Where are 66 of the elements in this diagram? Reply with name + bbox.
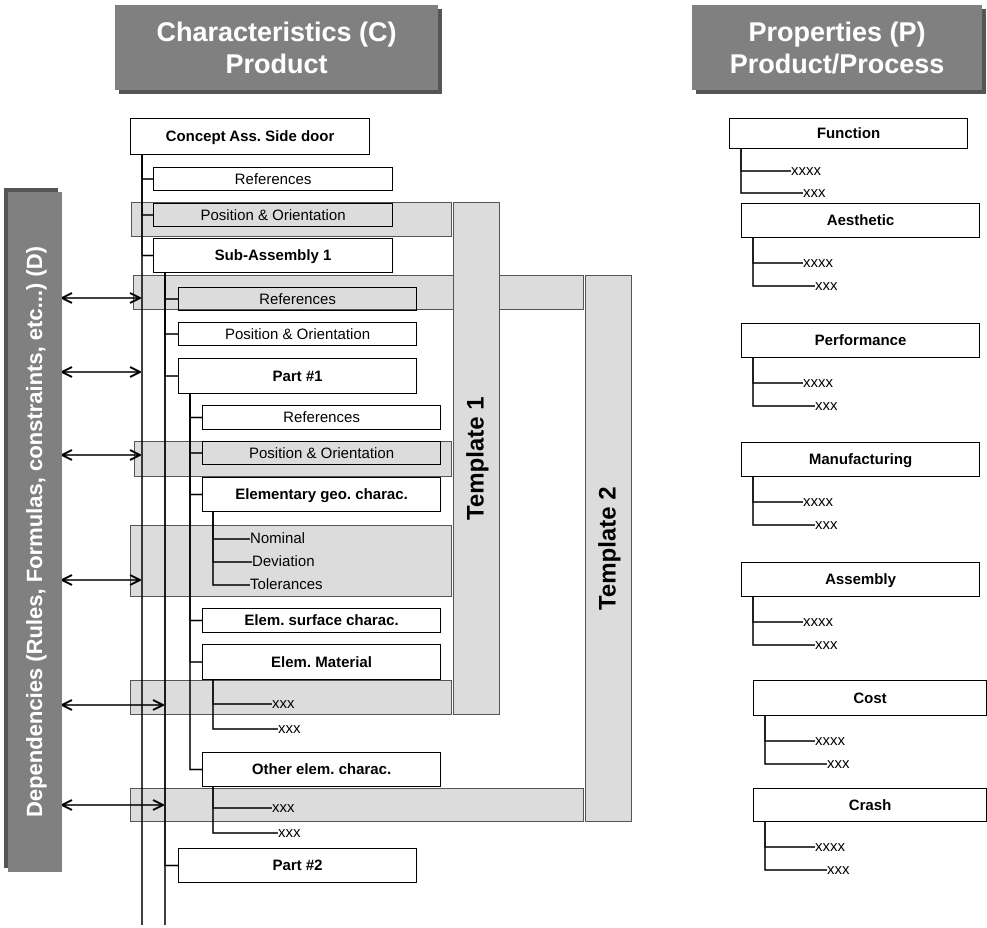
column-header: Characteristics (C) Product (115, 5, 438, 90)
item-label: xxxx (791, 161, 821, 181)
tree-item-box: Position & Orientation (202, 441, 441, 465)
item-label: xxx (815, 515, 838, 535)
tree-item-box: Elem. surface charac. (202, 608, 441, 633)
tree-item-box: Manufacturing (741, 442, 980, 477)
tree-connector (752, 238, 815, 287)
item-label: xxxx (803, 492, 833, 512)
tree-item-box: Other elem. charac. (202, 752, 441, 787)
dependencies-header: Dependencies (Rules, Formulas, constraints, etc...) (D) (8, 192, 62, 872)
item-label: xxx (815, 396, 838, 416)
tree-connector (752, 358, 815, 407)
tree-connector (212, 512, 250, 586)
tree-connector (141, 155, 153, 256)
column-header: Properties (P) Product/Process (692, 5, 982, 90)
double-arrow (61, 799, 164, 811)
tree-item-box: References (202, 405, 441, 430)
tree-item-box: Position & Orientation (153, 203, 393, 227)
double-arrow (61, 699, 164, 711)
item-label: xxx (278, 823, 300, 843)
tree-item-box: Assembly (741, 562, 980, 597)
item-label: xxx (803, 183, 826, 203)
double-arrow (61, 292, 141, 304)
tree-item-box: Aesthetic (741, 203, 980, 238)
tree-item-box: Crash (753, 788, 987, 822)
tree-item-box: Concept Ass. Side door (130, 118, 370, 155)
item-label: xxx (272, 694, 294, 714)
tree-item-box: Sub-Assembly 1 (153, 238, 393, 273)
template-band: Template 2 (585, 275, 632, 822)
item-label: xxx (278, 719, 300, 739)
tree-connector (752, 477, 815, 526)
tree-item-box: Elem. Material (202, 644, 441, 680)
item-label: xxxx (803, 612, 833, 632)
item-label: xxxx (803, 373, 833, 393)
tree-connector (212, 680, 278, 730)
tree-connector (212, 787, 278, 834)
tree-item-box: Cost (753, 680, 987, 716)
double-arrow (61, 574, 141, 586)
tree-item-box: Elementary geo. charac. (202, 477, 441, 512)
double-arrow (61, 449, 141, 461)
tree-connector (752, 597, 815, 646)
item-label: Nominal (250, 529, 306, 549)
tree-connector (764, 716, 827, 765)
item-label: Tolerances (250, 575, 323, 595)
tree-item-box: Part #2 (178, 848, 417, 883)
item-label: xxx (827, 754, 850, 774)
item-label: xxxx (815, 837, 845, 857)
tree-connector (189, 394, 202, 770)
tree-item-box: References (153, 167, 393, 191)
tree-item-box: Performance (741, 323, 980, 358)
tree-connector (764, 822, 827, 871)
tree-item-box: Part #1 (178, 358, 417, 394)
tree-item-box: Position & Orientation (178, 322, 417, 346)
item-label: xxx (815, 635, 838, 655)
item-label: xxxx (815, 731, 845, 751)
item-label: xxx (827, 860, 850, 880)
template-band: Template 1 (453, 202, 500, 715)
tree-item-box: References (178, 287, 417, 311)
tree-connector (164, 273, 178, 866)
double-arrow (61, 366, 141, 378)
tree-connector (740, 149, 803, 194)
tree-item-box: Function (729, 118, 968, 149)
item-label: xxx (272, 798, 294, 818)
item-label: Deviation (252, 552, 315, 572)
item-label: xxxx (803, 253, 833, 273)
item-label: xxx (815, 276, 838, 296)
